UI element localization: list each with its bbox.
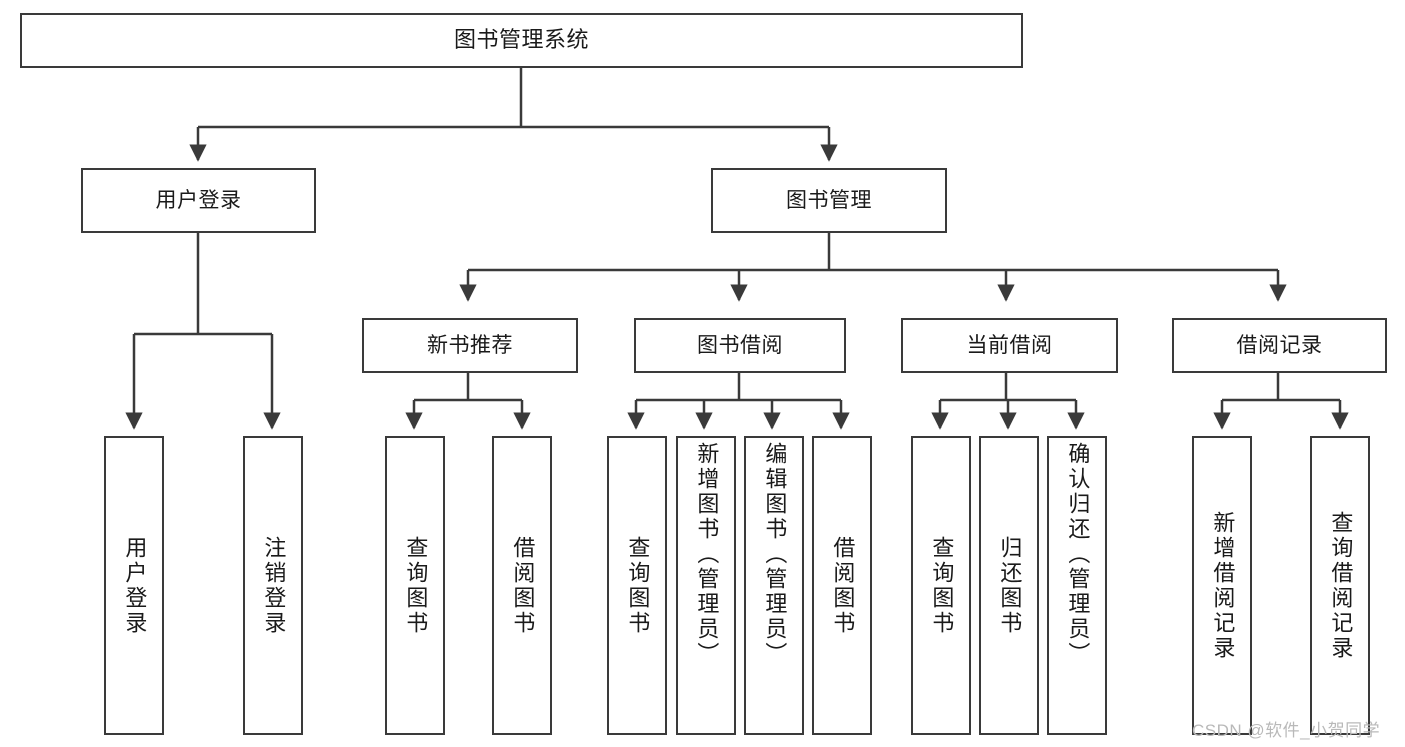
leaf-newbook-query-book-label: 查询图书 [403,535,429,636]
leaf-newbook-borrow-book-label: 借阅图书 [510,535,536,636]
node-book-borrow[interactable]: 图书借阅 [634,318,846,373]
leaf-user-login-signout-label: 注销登录 [261,535,287,636]
node-book-management-label: 图书管理 [786,188,872,212]
node-book-borrow-label: 图书借阅 [697,333,783,357]
node-root-label: 图书管理系统 [453,27,589,53]
leaf-newbook-query-book[interactable]: 查询图书 [385,436,445,735]
leaf-currentborrow-confirm-return-label: 确认归还（管理员） [1065,442,1091,667]
node-new-book-recommend-label: 新书推荐 [427,333,513,357]
leaf-currentborrow-query-book-label: 查询图书 [929,535,955,636]
leaf-currentborrow-confirm-return[interactable]: 确认归还（管理员） [1047,436,1107,735]
leaf-bookborrow-edit-book[interactable]: 编辑图书（管理员） [744,436,804,735]
node-book-management[interactable]: 图书管理 [711,168,947,233]
node-borrow-records[interactable]: 借阅记录 [1172,318,1387,373]
node-root[interactable]: 图书管理系统 [20,13,1023,68]
leaf-user-login-signout[interactable]: 注销登录 [243,436,303,735]
node-user-login[interactable]: 用户登录 [81,168,316,233]
leaf-bookborrow-borrow-book[interactable]: 借阅图书 [812,436,872,735]
leaf-borrowrec-add-record-label: 新增借阅记录 [1210,510,1236,661]
leaf-user-login-signin-label: 用户登录 [122,535,148,636]
leaf-bookborrow-edit-book-label: 编辑图书（管理员） [762,442,788,667]
node-user-login-label: 用户登录 [155,188,242,212]
leaf-borrowrec-query-record-label: 查询借阅记录 [1328,510,1354,661]
leaf-currentborrow-return-book-label: 归还图书 [997,535,1023,636]
leaf-borrowrec-query-record[interactable]: 查询借阅记录 [1310,436,1370,735]
leaf-bookborrow-add-book-label: 新增图书（管理员） [694,442,720,667]
leaf-bookborrow-borrow-book-label: 借阅图书 [830,535,856,636]
leaf-bookborrow-add-book[interactable]: 新增图书（管理员） [676,436,736,735]
leaf-newbook-borrow-book[interactable]: 借阅图书 [492,436,552,735]
node-borrow-records-label: 借阅记录 [1236,333,1323,357]
csdn-watermark: CSDN @软件_小贺同学 [1192,721,1381,740]
leaf-bookborrow-query-book[interactable]: 查询图书 [607,436,667,735]
leaf-bookborrow-query-book-label: 查询图书 [625,535,651,636]
leaf-user-login-signin[interactable]: 用户登录 [104,436,164,735]
leaf-borrowrec-add-record[interactable]: 新增借阅记录 [1192,436,1252,735]
leaf-currentborrow-query-book[interactable]: 查询图书 [911,436,971,735]
node-current-borrow-label: 当前借阅 [966,333,1053,357]
node-current-borrow[interactable]: 当前借阅 [901,318,1118,373]
leaf-currentborrow-return-book[interactable]: 归还图书 [979,436,1039,735]
node-new-book-recommend[interactable]: 新书推荐 [362,318,578,373]
